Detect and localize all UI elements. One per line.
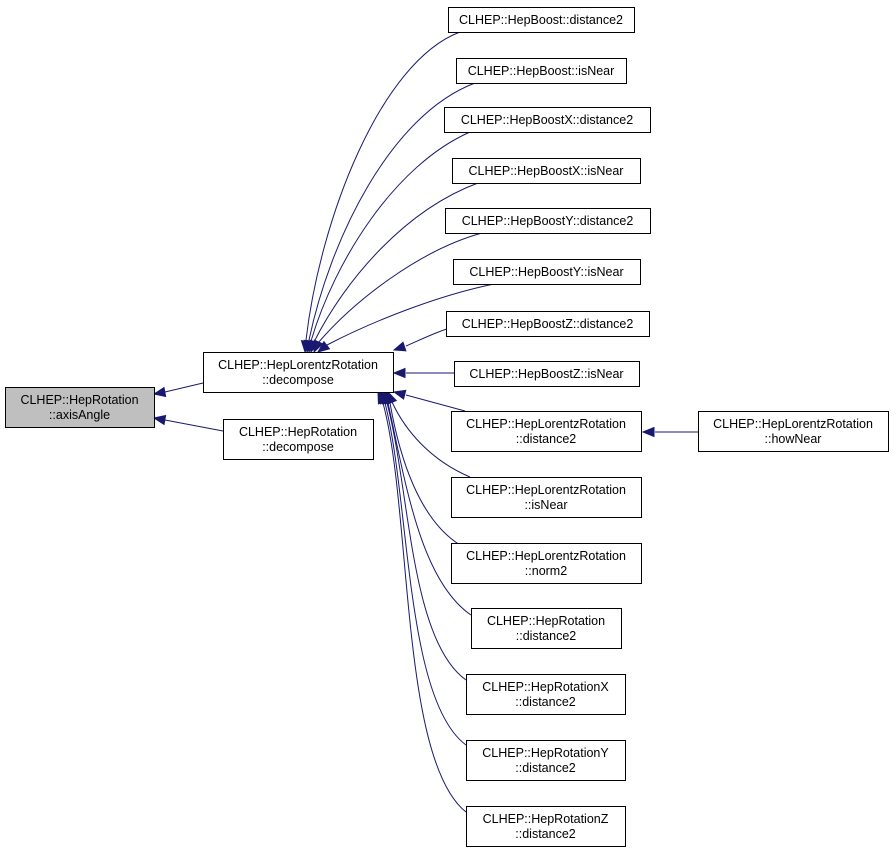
node-box xyxy=(466,806,626,847)
node-box xyxy=(445,208,651,234)
edge-n4-to-n1 xyxy=(308,82,476,341)
graph-node[interactable]: CLHEP::HepLorentzRotation::decompose xyxy=(203,352,394,393)
node-box xyxy=(203,352,394,393)
node-box xyxy=(471,608,622,649)
node-label: ::norm2 xyxy=(525,564,567,578)
node-label: CLHEP::HepBoostY::isNear xyxy=(469,265,623,279)
edge-n15-to-n1 xyxy=(386,402,467,681)
graph-node[interactable]: CLHEP::HepBoostX::isNear xyxy=(452,158,641,184)
arrowhead-n18-to-n11 xyxy=(641,426,655,438)
arrowhead-n11-to-n1 xyxy=(392,389,407,400)
edge-n5-to-n1 xyxy=(310,131,471,342)
node-label: ::decompose xyxy=(262,373,334,387)
edge-n7-to-n1 xyxy=(317,232,483,344)
edge-n2-to-n0 xyxy=(164,419,224,432)
node-label: CLHEP::HepBoost::isNear xyxy=(468,64,615,78)
arrowhead-n10-to-n1 xyxy=(392,367,406,379)
node-label: ::howNear xyxy=(765,432,822,446)
edge-n3-to-n1 xyxy=(305,31,461,341)
graph-node[interactable]: CLHEP::HepRotation::distance2 xyxy=(471,608,622,649)
graph-node[interactable]: CLHEP::HepBoostY::isNear xyxy=(453,259,641,285)
arrowhead-n9-to-n1 xyxy=(392,341,407,352)
edge-n8-to-n1 xyxy=(326,283,495,346)
node-label: CLHEP::HepLorentzRotation xyxy=(713,417,873,431)
graph-node[interactable]: CLHEP::HepLorentzRotation::isNear xyxy=(451,477,642,518)
node-label: ::decompose xyxy=(262,440,334,454)
node-box xyxy=(456,58,627,84)
node-box xyxy=(223,419,374,460)
node-box xyxy=(5,387,155,428)
arrowhead-n17-to-n1 xyxy=(377,390,388,405)
graph-node[interactable]: CLHEP::HepRotation::decompose xyxy=(223,419,374,460)
graph-node[interactable]: CLHEP::HepBoostZ::distance2 xyxy=(446,311,650,337)
graph-node[interactable]: CLHEP::HepLorentzRotation::norm2 xyxy=(451,543,642,584)
graph-node[interactable]: CLHEP::HepLorentzRotation::howNear xyxy=(698,411,889,452)
graph-node[interactable]: CLHEP::HepRotationY::distance2 xyxy=(466,740,626,781)
node-label: CLHEP::HepRotation xyxy=(487,614,605,628)
arrowhead-n8-to-n1 xyxy=(316,340,331,353)
edge-n1-to-n0 xyxy=(164,382,204,393)
node-label: CLHEP::HepRotation xyxy=(20,393,138,407)
node-box xyxy=(453,259,641,285)
node-label: ::distance2 xyxy=(515,827,576,841)
node-label: CLHEP::HepRotationZ xyxy=(483,812,609,826)
node-label: ::distance2 xyxy=(516,432,577,446)
node-label: ::distance2 xyxy=(516,629,577,643)
arrowhead-n1-to-n0 xyxy=(152,386,167,398)
node-box xyxy=(698,411,889,452)
graph-node[interactable]: CLHEP::HepLorentzRotation::distance2 xyxy=(451,411,642,452)
node-box xyxy=(451,543,642,584)
node-label: CLHEP::HepLorentzRotation xyxy=(218,358,378,372)
graph-node[interactable]: CLHEP::HepBoostX::distance2 xyxy=(444,107,651,133)
node-label: CLHEP::HepRotation xyxy=(239,425,357,439)
node-box xyxy=(451,411,642,452)
node-label: CLHEP::HepBoost::distance2 xyxy=(459,13,623,27)
node-label: CLHEP::HepBoostX::isNear xyxy=(469,164,624,178)
edge-n16-to-n1 xyxy=(384,402,467,746)
graph-node[interactable]: CLHEP::HepBoost::isNear xyxy=(456,58,627,84)
node-label: CLHEP::HepBoostZ::isNear xyxy=(469,367,623,381)
node-box xyxy=(448,7,635,33)
node-label: CLHEP::HepBoostY::distance2 xyxy=(462,214,634,228)
node-label: ::isNear xyxy=(524,498,567,512)
nodes-layer: CLHEP::HepRotation::axisAngleCLHEP::HepL… xyxy=(5,7,889,847)
node-box xyxy=(446,311,650,337)
node-box xyxy=(452,158,641,184)
edge-n6-to-n1 xyxy=(313,182,479,343)
node-box xyxy=(466,740,626,781)
node-label: CLHEP::HepBoostZ::distance2 xyxy=(462,317,634,331)
graph-node[interactable]: CLHEP::HepRotationX::distance2 xyxy=(466,674,626,715)
edge-n17-to-n1 xyxy=(382,402,467,813)
edge-n12-to-n1 xyxy=(391,401,471,478)
node-box xyxy=(451,477,642,518)
arrowhead-n2-to-n0 xyxy=(152,414,167,426)
edge-n11-to-n1 xyxy=(405,394,466,412)
node-box xyxy=(454,361,640,387)
node-label: ::distance2 xyxy=(515,695,576,709)
node-label: CLHEP::HepRotationX xyxy=(482,680,609,694)
node-box xyxy=(444,107,651,133)
edge-n13-to-n1 xyxy=(389,402,461,546)
node-box xyxy=(466,674,626,715)
graph-node[interactable]: CLHEP::HepBoostZ::isNear xyxy=(454,361,640,387)
node-label: ::distance2 xyxy=(515,761,576,775)
graph-node[interactable]: CLHEP::HepBoost::distance2 xyxy=(448,7,635,33)
node-label: CLHEP::HepLorentzRotation xyxy=(466,549,626,563)
edges-layer xyxy=(152,31,698,813)
node-label: CLHEP::HepRotationY xyxy=(482,746,609,760)
node-label: CLHEP::HepBoostX::distance2 xyxy=(461,113,633,127)
node-label: CLHEP::HepLorentzRotation xyxy=(466,417,626,431)
graph-node[interactable]: CLHEP::HepBoostY::distance2 xyxy=(445,208,651,234)
graph-node[interactable]: CLHEP::HepRotationZ::distance2 xyxy=(466,806,626,847)
edge-n14-to-n1 xyxy=(387,402,472,616)
node-label: CLHEP::HepLorentzRotation xyxy=(466,483,626,497)
node-label: ::axisAngle xyxy=(49,408,110,422)
current-node: CLHEP::HepRotation::axisAngle xyxy=(5,387,155,428)
arrowhead-n7-to-n1 xyxy=(313,339,324,354)
